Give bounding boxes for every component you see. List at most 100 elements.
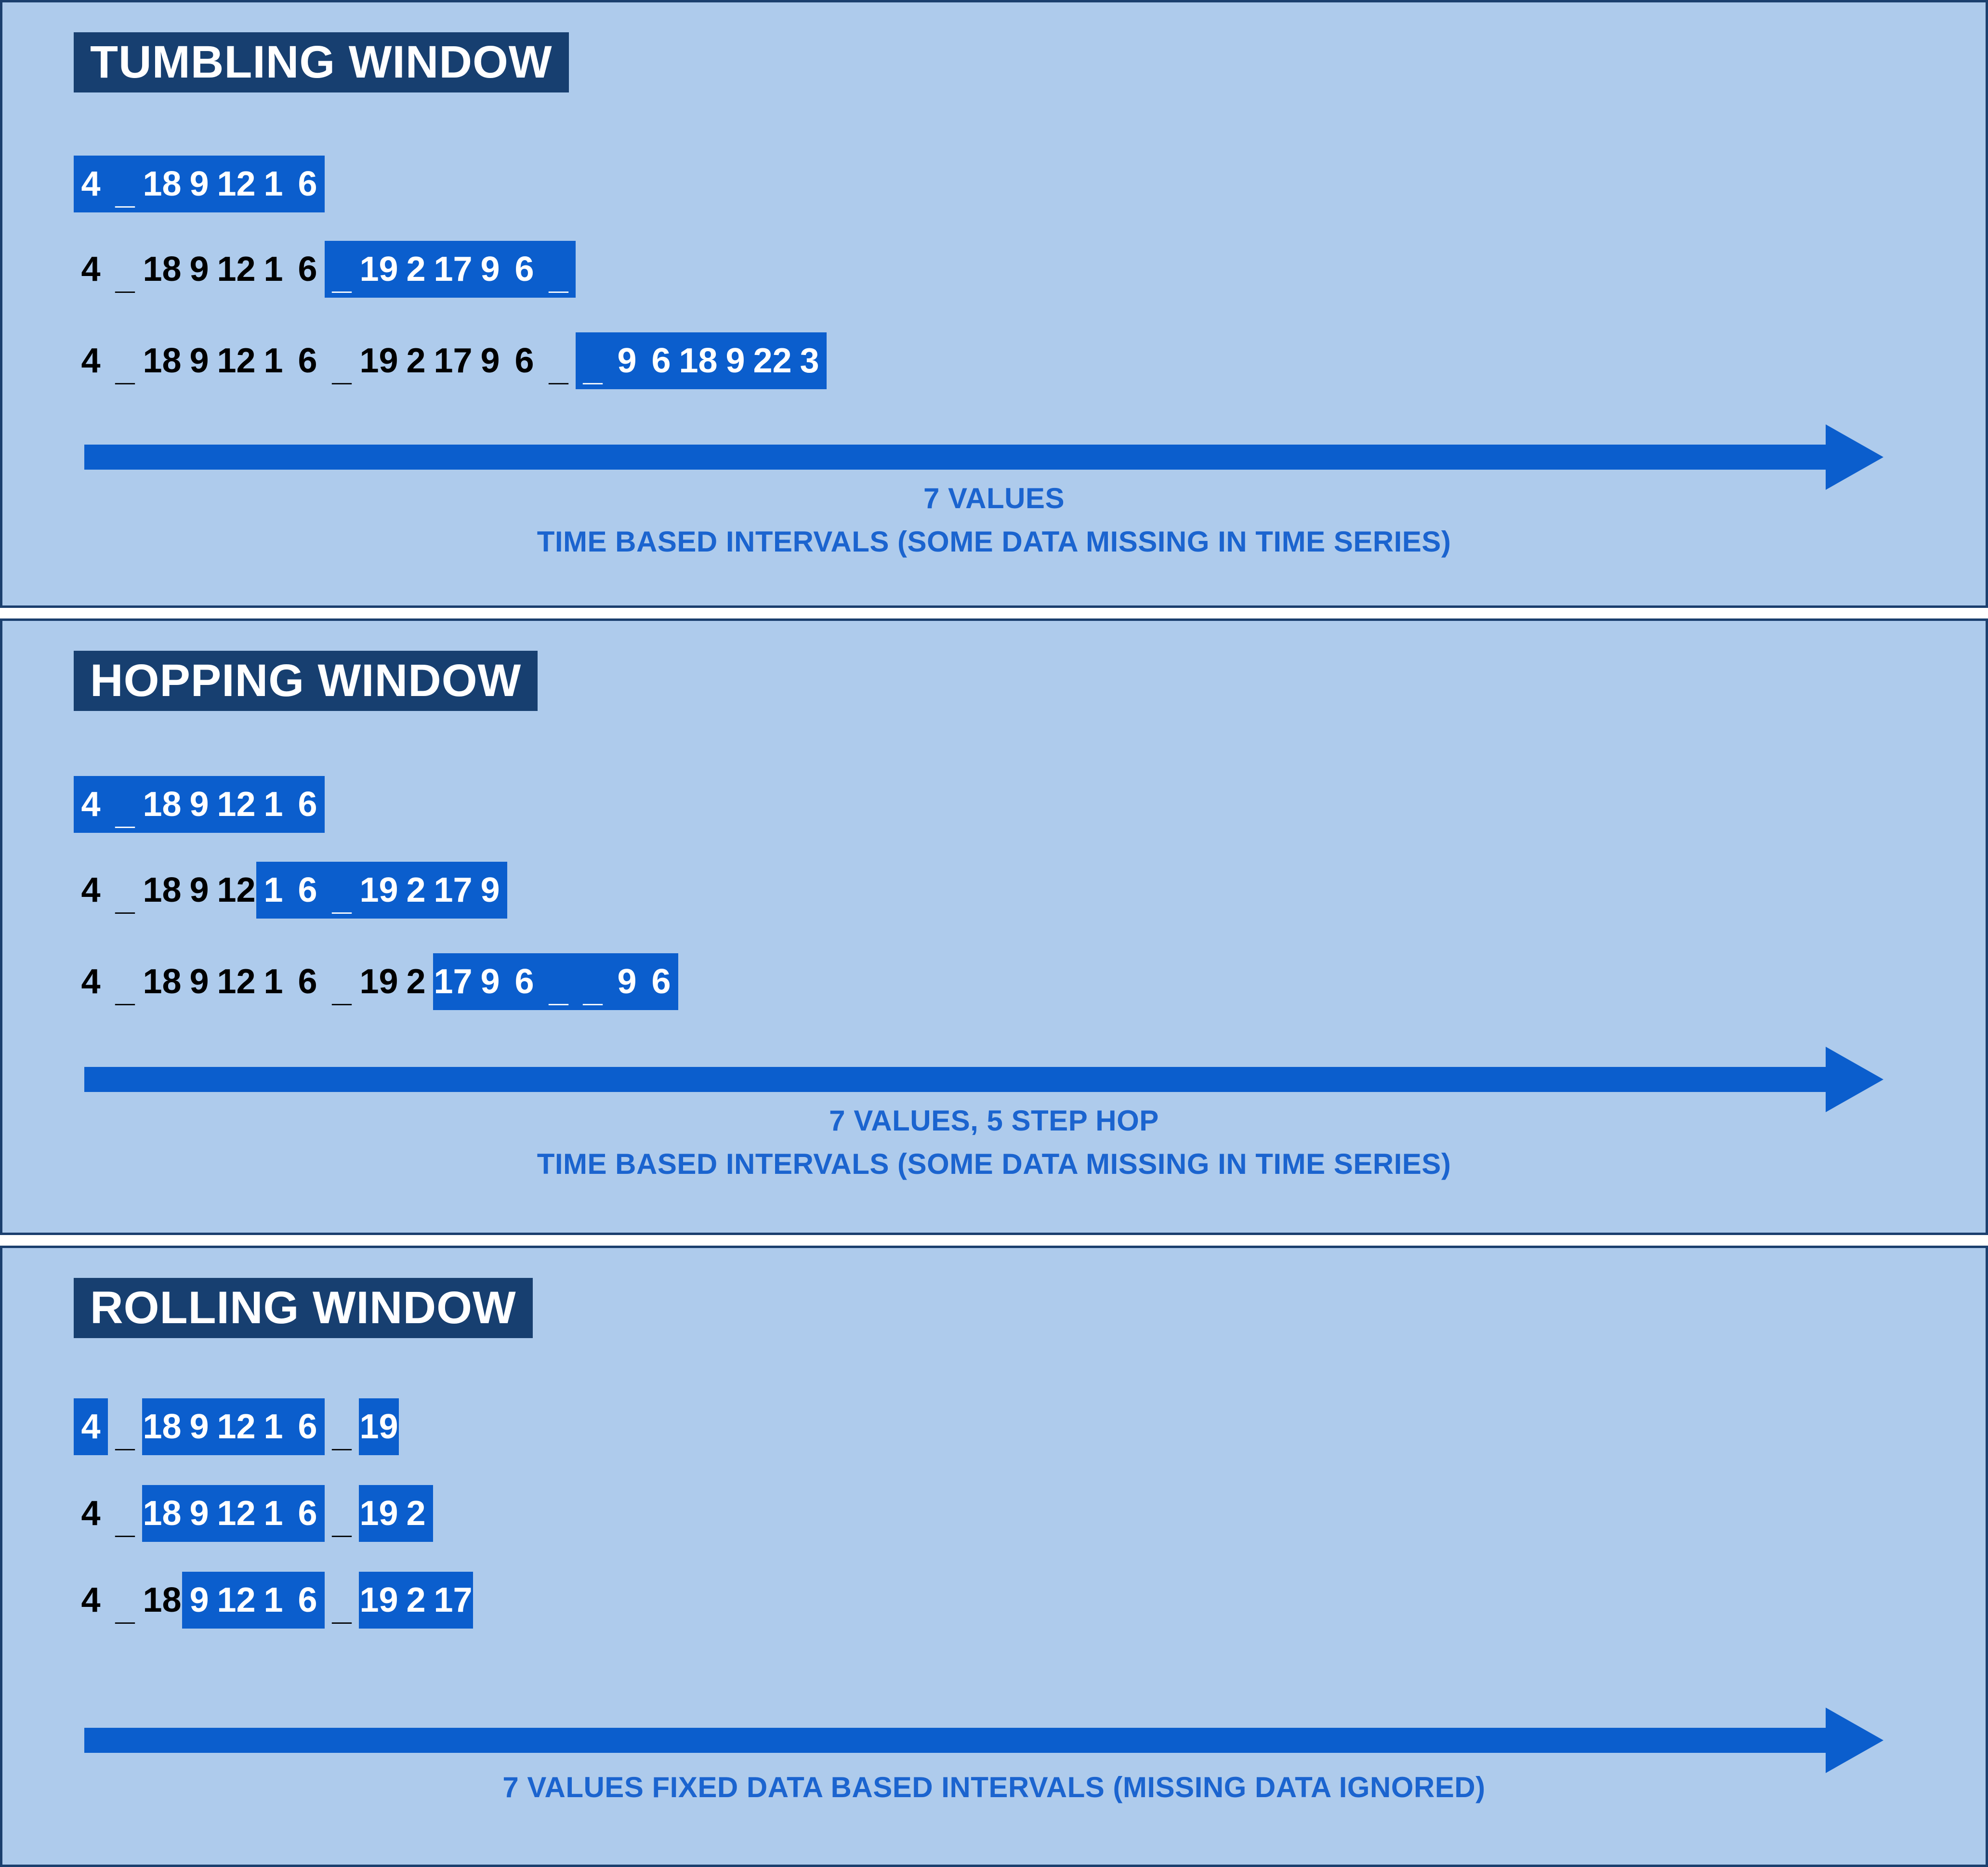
value-cell: 17 <box>433 241 473 298</box>
cell-label: 6 <box>298 785 317 824</box>
value-cell: 4 <box>74 862 108 919</box>
value-cell: 22 <box>752 332 792 389</box>
cell-label: _ <box>549 258 568 296</box>
value-cell: 9 <box>610 953 644 1010</box>
arrow-shaft <box>84 1728 1826 1753</box>
value-cell: 18 <box>142 953 182 1010</box>
cell-label: 2 <box>406 250 426 289</box>
cell-label: 2 <box>406 962 426 1001</box>
value-cell: 1 <box>256 1572 290 1629</box>
cell-label: 12 <box>217 342 256 380</box>
cell-label: _ <box>115 172 135 211</box>
cell-label: _ <box>115 970 135 1009</box>
time-axis-arrow <box>84 424 1883 490</box>
cell-label: 9 <box>189 1581 209 1619</box>
cell-label: _ <box>583 970 603 1009</box>
missing-value-cell: _ <box>541 241 576 298</box>
missing-value-cell: _ <box>576 953 610 1010</box>
value-cell: 1 <box>256 1398 290 1455</box>
value-cell: 9 <box>718 332 752 389</box>
panel-title: HOPPING WINDOW <box>90 655 522 706</box>
cell-label: 6 <box>298 1407 317 1446</box>
missing-value-cell: _ <box>108 1572 142 1629</box>
cell-label: 1 <box>263 962 283 1001</box>
value-cell: 1 <box>256 776 290 833</box>
cell-label: 6 <box>298 250 317 289</box>
cell-label: 6 <box>651 342 671 380</box>
value-cell: 1 <box>256 953 290 1010</box>
cell-label: 2 <box>406 1494 426 1533</box>
cell-label: 4 <box>81 962 101 1001</box>
missing-value-cell: _ <box>108 1398 142 1455</box>
cell-label: 18 <box>143 165 182 203</box>
value-cell: 9 <box>473 332 507 389</box>
value-cell: 6 <box>290 156 325 212</box>
time-axis-arrow <box>84 1708 1883 1773</box>
cell-label: _ <box>332 879 352 917</box>
value-cell: 9 <box>182 862 216 919</box>
value-cell: 9 <box>182 776 216 833</box>
cell-label: 3 <box>800 342 819 380</box>
value-cell: 18 <box>142 1485 182 1542</box>
cell-label: _ <box>332 258 352 296</box>
cell-label: 6 <box>514 962 534 1001</box>
value-cell: 2 <box>399 1572 433 1629</box>
value-cell: 4 <box>74 776 108 833</box>
value-cell: 18 <box>142 862 182 919</box>
cell-label: _ <box>115 793 135 831</box>
value-cell: 9 <box>182 332 216 389</box>
cell-label: 17 <box>434 250 473 289</box>
cell-label: 9 <box>189 1494 209 1533</box>
cell-label: 12 <box>217 785 256 824</box>
value-cell: 1 <box>256 156 290 212</box>
cell-label: 12 <box>217 1407 256 1446</box>
cell-label: 6 <box>298 165 317 203</box>
cell-label: 1 <box>263 342 283 380</box>
cell-label: 6 <box>514 342 534 380</box>
value-cell: 18 <box>142 156 182 212</box>
value-cell: 4 <box>74 1398 108 1455</box>
panel-title: ROLLING WINDOW <box>90 1282 516 1333</box>
time-axis-arrow <box>84 1047 1883 1112</box>
cell-label: 19 <box>359 962 398 1001</box>
value-cell: 19 <box>359 953 399 1010</box>
missing-value-cell: _ <box>325 1398 359 1455</box>
cell-label: 12 <box>217 962 256 1001</box>
missing-value-cell: _ <box>325 1572 359 1629</box>
title-plate-tumbling: TUMBLING WINDOW <box>74 32 569 92</box>
cell-label: 17 <box>434 1581 473 1619</box>
cell-label: 17 <box>434 962 473 1001</box>
cell-label: 12 <box>217 165 256 203</box>
missing-value-cell: _ <box>108 1485 142 1542</box>
value-cell: 6 <box>290 953 325 1010</box>
cell-label: 4 <box>81 785 101 824</box>
cell-label: _ <box>332 970 352 1009</box>
cell-label: 9 <box>480 962 500 1001</box>
cell-label: 9 <box>617 342 637 380</box>
value-cell: 1 <box>256 862 290 919</box>
cell-label: 9 <box>480 871 500 909</box>
cell-label: 17 <box>434 342 473 380</box>
value-cell: 9 <box>473 241 507 298</box>
cell-label: 18 <box>143 1407 182 1446</box>
cell-label: 4 <box>81 1581 101 1619</box>
missing-value-cell: _ <box>108 332 142 389</box>
cell-label: _ <box>115 349 135 388</box>
value-cell: 4 <box>74 1485 108 1542</box>
cell-label: 18 <box>143 962 182 1001</box>
value-cell: 19 <box>359 862 399 919</box>
caption-secondary: TIME BASED INTERVALS (SOME DATA MISSING … <box>537 1148 1451 1180</box>
value-cell: 17 <box>433 862 473 919</box>
value-cell: 19 <box>359 241 399 298</box>
cell-label: 2 <box>406 342 426 380</box>
panel-title: TUMBLING WINDOW <box>90 37 553 88</box>
cell-label: _ <box>115 1415 135 1454</box>
value-cell: 1 <box>256 1485 290 1542</box>
